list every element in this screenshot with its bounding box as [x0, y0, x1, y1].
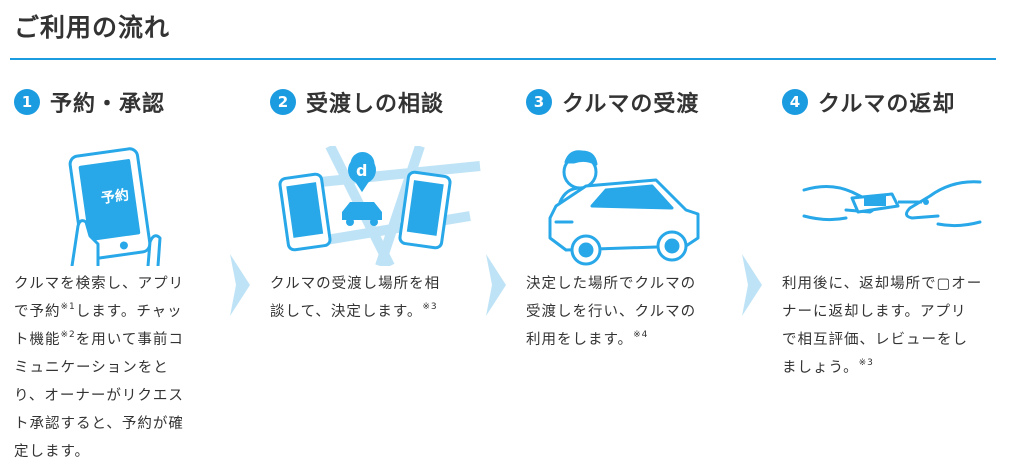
step-1: 1 予約・承認 予約 クルマを検索し、アプリ で予約※1します。チャッ ト機能※… — [14, 84, 234, 460]
step-2-title: 受渡しの相談 — [306, 92, 445, 117]
desc-line: ミュニケーションをと — [14, 360, 169, 376]
desc-line: ト機能※2を用いて事前コ — [14, 330, 184, 349]
key-return-illustration — [802, 180, 982, 228]
step-3-title: クルマの受渡 — [562, 92, 700, 117]
desc-line: ナーに返却します。アプリ — [782, 304, 967, 320]
desc-line: り、オーナーがリクエス — [14, 388, 184, 404]
step-2-header: 2 受渡しの相談 — [270, 84, 490, 120]
step-3: 3 クルマの受渡 決定した場所でクルマの 受渡しを行い、クルマの 利用をします。… — [526, 84, 746, 348]
step-2: 2 受渡しの相談 d クルマの受渡し場所を相 談して、決定します。※3 — [270, 84, 490, 320]
phone-screen-label: 予約 — [100, 186, 130, 207]
step-4-header: 4 クルマの返却 — [782, 84, 1002, 120]
desc-line: ましょう。※3 — [782, 358, 874, 377]
step-arrow-3 — [742, 254, 762, 316]
desc-line: 定します。 — [14, 444, 91, 460]
footnote-ref: ※3 — [858, 358, 874, 368]
desc-line: で予約※1します。チャッ — [14, 302, 183, 321]
step-1-header: 1 予約・承認 — [14, 84, 234, 120]
step-4-title: クルマの返却 — [818, 92, 956, 117]
section-title: ご利用の流れ — [14, 13, 171, 42]
desc-line: クルマの受渡し場所を相 — [270, 276, 441, 292]
footnote-ref: ※3 — [422, 302, 438, 312]
desc-line: 利用をします。※4 — [526, 330, 649, 349]
footnote-ref: ※4 — [633, 330, 649, 340]
step-4-number-badge: 4 — [782, 89, 808, 115]
desc-line: で相互評価、レビューをし — [782, 332, 968, 348]
step-1-description: クルマを検索し、アプリ で予約※1します。チャッ ト機能※2を用いて事前コ ミュ… — [14, 270, 234, 466]
desc-line: 利用後に、返却場所で▢オー — [782, 276, 983, 292]
desc-line: ト承認すると、予約が確 — [14, 416, 184, 432]
step-1-number-badge: 1 — [14, 89, 40, 115]
step-2-description: クルマの受渡し場所を相 談して、決定します。※3 — [270, 270, 490, 326]
footnote-ref: ※1 — [60, 302, 76, 312]
step-arrow-2 — [486, 254, 506, 316]
step-1-title: 予約・承認 — [50, 92, 166, 117]
desc-line: 談して、決定します。※3 — [270, 302, 438, 321]
step-3-number-badge: 3 — [526, 89, 552, 115]
footnote-ref: ※2 — [60, 330, 76, 340]
step-3-header: 3 クルマの受渡 — [526, 84, 746, 120]
desc-line: 受渡しを行い、クルマの — [526, 304, 697, 320]
step-3-description: 決定した場所でクルマの 受渡しを行い、クルマの 利用をします。※4 — [526, 270, 746, 354]
meeting-place-illustration: d — [278, 146, 481, 266]
phone-booking-illustration: 予約 — [68, 147, 162, 266]
desc-line: クルマを検索し、アプリ — [14, 276, 185, 292]
step-arrow-1 — [230, 254, 250, 316]
location-pin-label: d — [356, 161, 367, 180]
step-2-number-badge: 2 — [270, 89, 296, 115]
step-4: 4 クルマの返却 利用後に、返却場所で▢オー ナーに返却します。アプリ で相互評… — [782, 84, 1002, 376]
section-title-divider — [10, 58, 996, 60]
step-4-description: 利用後に、返却場所で▢オー ナーに返却します。アプリ で相互評価、レビューをし … — [782, 270, 1002, 382]
desc-line: 決定した場所でクルマの — [526, 276, 697, 292]
car-handover-illustration — [548, 150, 700, 266]
